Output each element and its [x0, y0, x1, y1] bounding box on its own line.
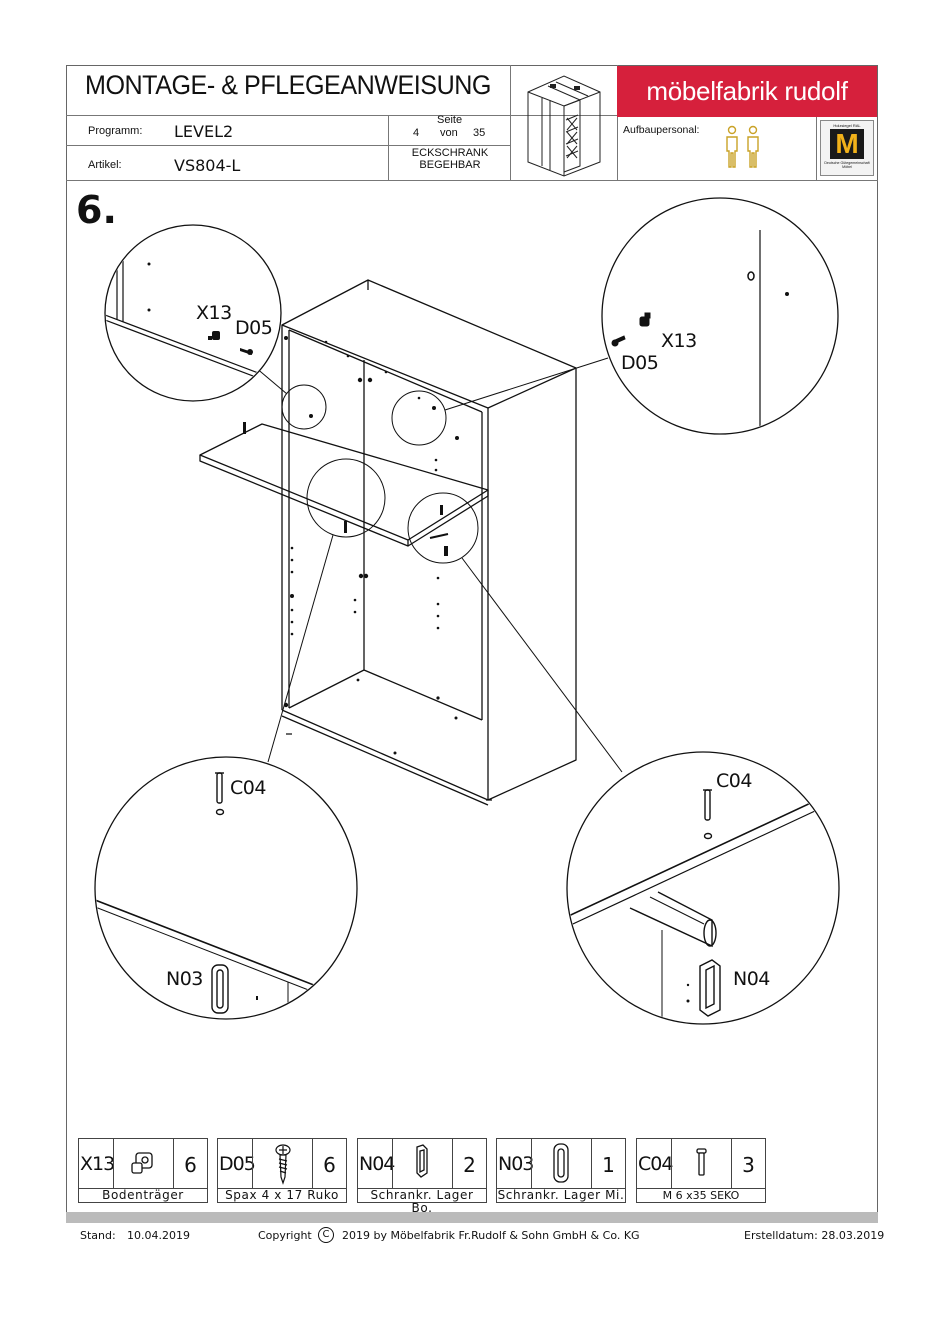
part-qty: 6 — [184, 1153, 197, 1177]
callout-d05-left: D05 — [235, 317, 273, 339]
copyright-text: 2019 by Möbelfabrik Fr.Rudolf & Sohn Gmb… — [342, 1229, 640, 1242]
part-name: Schrankr. Lager Bo. — [370, 1188, 474, 1215]
aufbau-label: Aufbaupersonal: — [623, 124, 700, 136]
header-divider — [510, 65, 511, 180]
seite-number: 4 — [413, 127, 420, 139]
artikel-value: VS804-L — [174, 156, 241, 175]
part-name: M 6 x35 SEKO — [662, 1189, 740, 1202]
rail-bearing-bottom-icon — [416, 1144, 428, 1178]
copyright-symbol: C — [318, 1227, 334, 1243]
header-divider — [388, 115, 389, 180]
callout-n04: N04 — [733, 968, 770, 990]
part-code: C04 — [638, 1153, 673, 1175]
header-divider — [816, 117, 817, 180]
callout-d05-right: D05 — [621, 352, 659, 374]
bottom-bar — [66, 1212, 878, 1223]
part-qty: 2 — [463, 1153, 476, 1177]
header-divider — [617, 65, 618, 180]
artikel-label: Artikel: — [88, 159, 122, 171]
seite-label: Seite — [437, 114, 463, 126]
part-n04: N04 2 Schrankr. Lager Bo. — [357, 1138, 487, 1215]
callout-c04-left: C04 — [230, 777, 266, 799]
shelf-support-icon — [131, 1152, 153, 1174]
part-c04: C04 3 M 6 x35 SEKO — [636, 1138, 766, 1203]
callout-c04-right: C04 — [716, 770, 752, 792]
quality-seal: Holzsiegel RAL M Deutsche Gütegemeinscha… — [820, 120, 874, 176]
part-qty: 1 — [602, 1153, 615, 1177]
brand-logo: möbelfabrik rudolf — [617, 66, 877, 117]
part-name: Bodenträger — [102, 1188, 184, 1202]
rail-bearing-middle-icon — [553, 1143, 569, 1183]
seal-letter: M — [830, 129, 864, 159]
part-d05: D05 6 Spax 4 x 17 Ruko — [217, 1138, 347, 1203]
callout-x13-left: X13 — [196, 302, 232, 324]
callout-n03: N03 — [166, 968, 203, 990]
callout-x13-right: X13 — [661, 330, 697, 352]
copyright-label: Copyright — [258, 1229, 312, 1242]
product-name-line1: ECKSCHRANK — [411, 147, 489, 159]
part-name: Schrankr. Lager Mi. — [497, 1188, 625, 1202]
programm-label: Programm: — [88, 125, 143, 137]
document-title: MONTAGE- & PFLEGEANWEISUNG — [84, 70, 492, 100]
header-bottom-line — [66, 180, 878, 181]
erstelldatum: Erstelldatum: 28.03.2019 — [744, 1229, 885, 1242]
seal-top-text: Holzsiegel RAL — [833, 123, 861, 128]
step-number: 6. — [76, 188, 117, 232]
two-persons-icon — [726, 125, 759, 168]
product-name-line2: BEGEHBAR — [419, 159, 481, 171]
stand-label: Stand: — [80, 1229, 116, 1242]
part-code: N04 — [359, 1153, 395, 1175]
part-name: Spax 4 x 17 Ruko — [225, 1188, 339, 1202]
part-code: N03 — [498, 1153, 534, 1175]
header-divider — [66, 145, 510, 146]
part-qty: 3 — [742, 1153, 755, 1177]
part-qty: 6 — [323, 1153, 336, 1177]
screw-icon — [275, 1144, 291, 1185]
programm-value: LEVEL2 — [174, 122, 234, 141]
part-code: D05 — [219, 1153, 256, 1175]
part-x13: X13 6 Bodenträger — [78, 1138, 208, 1203]
part-code: X13 — [80, 1153, 115, 1175]
product-thumbnail — [527, 75, 601, 177]
part-n03: N03 1 Schrankr. Lager Mi. — [496, 1138, 626, 1203]
seite-total: 35 — [473, 127, 486, 139]
von-label: von — [440, 127, 458, 139]
seal-bottom-text: Deutsche Gütegemeinschaft Möbel — [824, 161, 870, 169]
stand-date: 10.04.2019 — [127, 1229, 190, 1242]
header-divider — [66, 115, 617, 116]
bolt-icon — [696, 1148, 707, 1176]
